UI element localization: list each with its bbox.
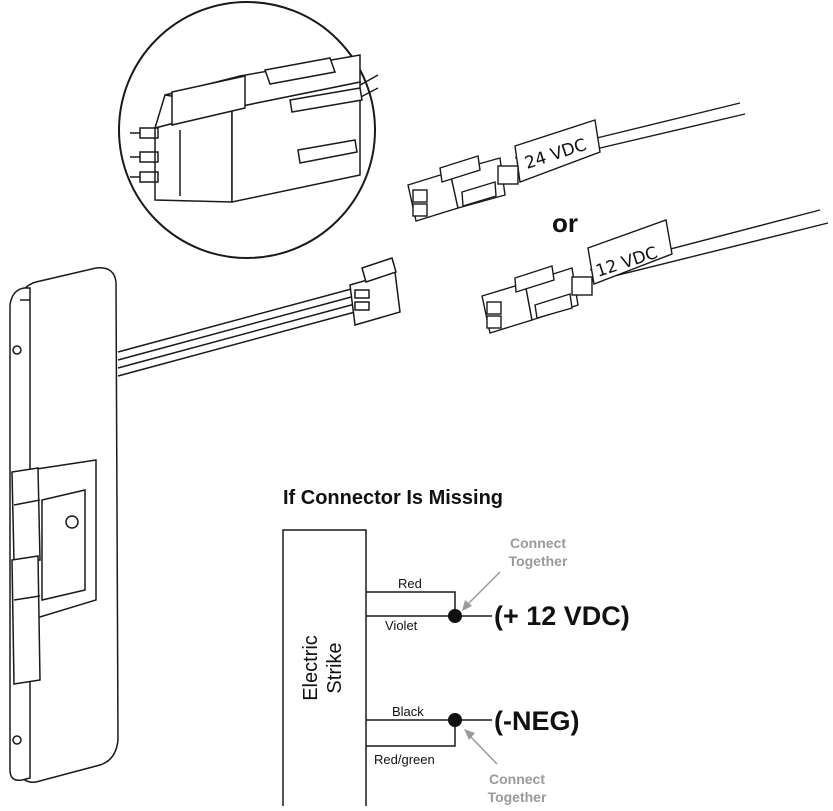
callout-bottom-line2: Together xyxy=(488,789,547,805)
callout-top-line1: Connect xyxy=(510,535,566,551)
heading-if-connector-missing: If Connector Is Missing xyxy=(283,487,503,509)
connector-detail-magnifier xyxy=(118,1,379,259)
strike-label: Electric Strike xyxy=(300,635,346,701)
label-or: or xyxy=(552,208,578,238)
wire-label-red: Red xyxy=(398,576,422,591)
wire-label-redgreen: Red/green xyxy=(374,752,435,767)
callout-connect-bottom: Connect Together xyxy=(464,729,547,805)
callout-top-line2: Together xyxy=(509,553,568,569)
connector-12vdc xyxy=(481,209,829,334)
connector-24vdc xyxy=(407,102,746,222)
wire-label-violet: Violet xyxy=(385,618,418,633)
electric-strike-device xyxy=(9,257,401,783)
callout-connect-top: Connect Together xyxy=(462,535,568,611)
callout-bottom-line1: Connect xyxy=(489,771,545,787)
terminal-positive-label: (+ 12 VDC) xyxy=(494,601,630,631)
strike-label-line2: Strike xyxy=(324,642,346,693)
terminal-negative-label: (-NEG) xyxy=(494,706,579,736)
strike-label-line1: Electric xyxy=(300,635,322,701)
wire-label-black: Black xyxy=(392,704,424,719)
junction-negative xyxy=(448,713,462,727)
junction-positive xyxy=(448,609,462,623)
schematic xyxy=(282,529,492,806)
